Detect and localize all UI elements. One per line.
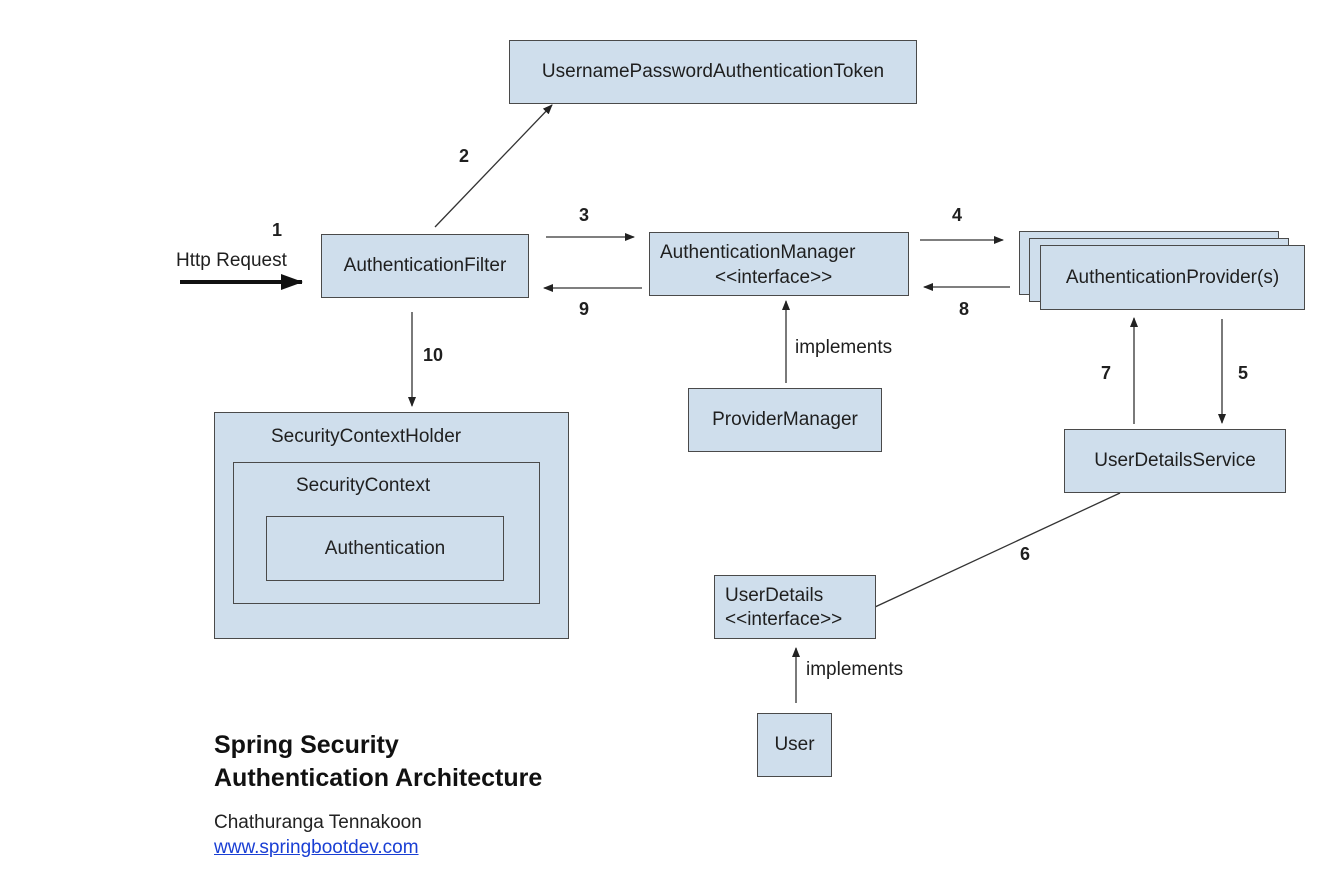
user-details-box: UserDetails <<interface>> xyxy=(714,575,876,639)
arrow-2 xyxy=(434,104,553,228)
step-9: 9 xyxy=(579,299,590,319)
security-context-holder-box: SecurityContextHolder xyxy=(214,412,569,639)
provider-manager-label: ProviderManager xyxy=(712,409,858,430)
provider-manager-box: ProviderManager xyxy=(688,388,882,452)
step-2: 2 xyxy=(459,146,470,166)
step-7: 7 xyxy=(1101,363,1112,383)
author-name: Chathuranga Tennakoon xyxy=(214,812,422,833)
step-4: 4 xyxy=(952,205,963,225)
step-5: 5 xyxy=(1238,363,1249,383)
step-10: 10 xyxy=(423,345,444,365)
implements-user-label: implements xyxy=(806,659,904,680)
provider-label: AuthenticationProvider(s) xyxy=(1065,266,1280,288)
http-request-label: Http Request xyxy=(176,250,287,271)
security-context-holder-label: SecurityContextHolder xyxy=(271,426,462,447)
step-6: 6 xyxy=(1020,544,1031,564)
website-link[interactable]: www.springbootdev.com xyxy=(214,837,419,858)
step-1: 1 xyxy=(272,220,283,240)
user-details-service-box: UserDetailsService xyxy=(1064,429,1286,493)
authentication-label: Authentication xyxy=(324,537,446,559)
authentication-provider-box: AuthenticationProvider(s) xyxy=(1040,245,1305,310)
user-details-interface-label: <<interface>> xyxy=(725,609,843,630)
user-box: User xyxy=(757,713,832,777)
security-context-box: SecurityContext xyxy=(233,462,540,604)
authentication-box: Authentication xyxy=(266,516,504,581)
title-line-1: Spring Security xyxy=(214,731,399,759)
diagram-title: Spring Security Authentication Architect… xyxy=(214,729,542,795)
filter-label: AuthenticationFilter xyxy=(343,255,507,276)
step-8: 8 xyxy=(959,299,970,319)
authentication-manager-box: AuthenticationManager <<interface>> xyxy=(649,232,909,296)
manager-interface-label: <<interface>> xyxy=(715,267,833,288)
step-3: 3 xyxy=(579,205,590,225)
security-context-label: SecurityContext xyxy=(296,475,431,496)
line-6 xyxy=(874,492,1121,608)
token-label: UsernamePasswordAuthenticationToken xyxy=(541,61,885,82)
authentication-filter-box: AuthenticationFilter xyxy=(321,234,529,298)
implements-manager-label: implements xyxy=(795,337,893,358)
user-details-label: UserDetails xyxy=(725,585,824,606)
username-password-token-box: UsernamePasswordAuthenticationToken xyxy=(509,40,917,104)
manager-label: AuthenticationManager xyxy=(660,242,856,263)
user-label: User xyxy=(774,734,815,755)
title-line-2: Authentication Architecture xyxy=(214,764,543,792)
user-details-service-label: UserDetailsService xyxy=(1094,450,1256,471)
